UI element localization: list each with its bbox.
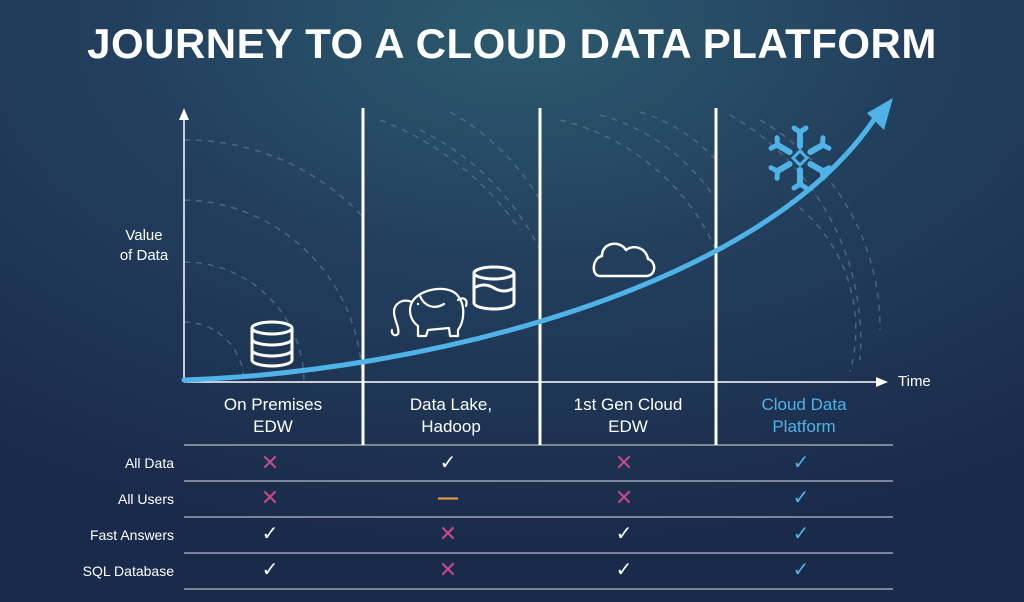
row-label-all-data: All Data [124, 455, 174, 471]
row-label-sql-database: SQL Database [82, 563, 174, 579]
check-mark: ✓ [792, 523, 810, 545]
cross-mark: ✕ [614, 485, 634, 510]
column-header-line2: Hadoop [421, 417, 481, 436]
database-icon [250, 320, 294, 368]
row-label-fast-answers: Fast Answers [89, 527, 174, 543]
page-title: JOURNEY TO A CLOUD DATA PLATFORM [87, 20, 937, 67]
column-header-cloud-data-platform: Cloud Data Platform [719, 394, 889, 438]
column-header-line1: On Premises [223, 395, 323, 414]
column-header-line2: EDW [608, 417, 648, 436]
check-mark: ✓ [615, 523, 633, 545]
hadoop-elephant-icon [390, 287, 468, 338]
check-mark: ✓ [261, 559, 279, 581]
data-lake-database-icon [472, 265, 516, 311]
check-mark: ✓ [792, 559, 810, 581]
cloud-icon [592, 242, 656, 278]
check-mark: ✓ [615, 559, 633, 581]
check-mark: ✓ [792, 487, 810, 509]
value-growth-curve [181, 98, 893, 383]
cross-mark: ✕ [260, 485, 280, 510]
x-axis-label: Time [898, 373, 931, 390]
cross-mark: ✕ [614, 450, 634, 475]
y-axis-label-line2: of Data [119, 247, 169, 264]
check-mark: ✓ [439, 452, 457, 474]
column-header-line2: EDW [253, 417, 293, 436]
check-mark: ✓ [261, 523, 279, 545]
column-header-line1: Data Lake, [409, 395, 493, 414]
column-dividers [361, 108, 718, 445]
column-header-1st-gen-cloud: 1st Gen Cloud EDW [543, 394, 713, 438]
y-axis-label-line1: Value [125, 227, 163, 244]
column-header-data-lake: Data Lake, Hadoop [366, 394, 536, 438]
row-label-all-users: All Users [117, 491, 174, 507]
y-axis-label: Value of Data [104, 226, 184, 266]
table-row-lines [184, 444, 893, 590]
cross-mark: ✕ [438, 521, 458, 546]
cross-mark: ✕ [260, 450, 280, 475]
column-header-line1: 1st Gen Cloud [573, 395, 683, 414]
dashed-arcs [183, 111, 881, 383]
snowflake-icon [768, 125, 832, 191]
column-header-line2: Platform [772, 417, 836, 436]
column-header-line1: Cloud Data [761, 395, 847, 414]
cross-mark: ✕ [438, 557, 458, 582]
check-mark: ✓ [792, 452, 810, 474]
axes [179, 108, 888, 387]
column-header-on-premises: On Premises EDW [188, 394, 358, 438]
dash-mark: — [438, 487, 458, 509]
